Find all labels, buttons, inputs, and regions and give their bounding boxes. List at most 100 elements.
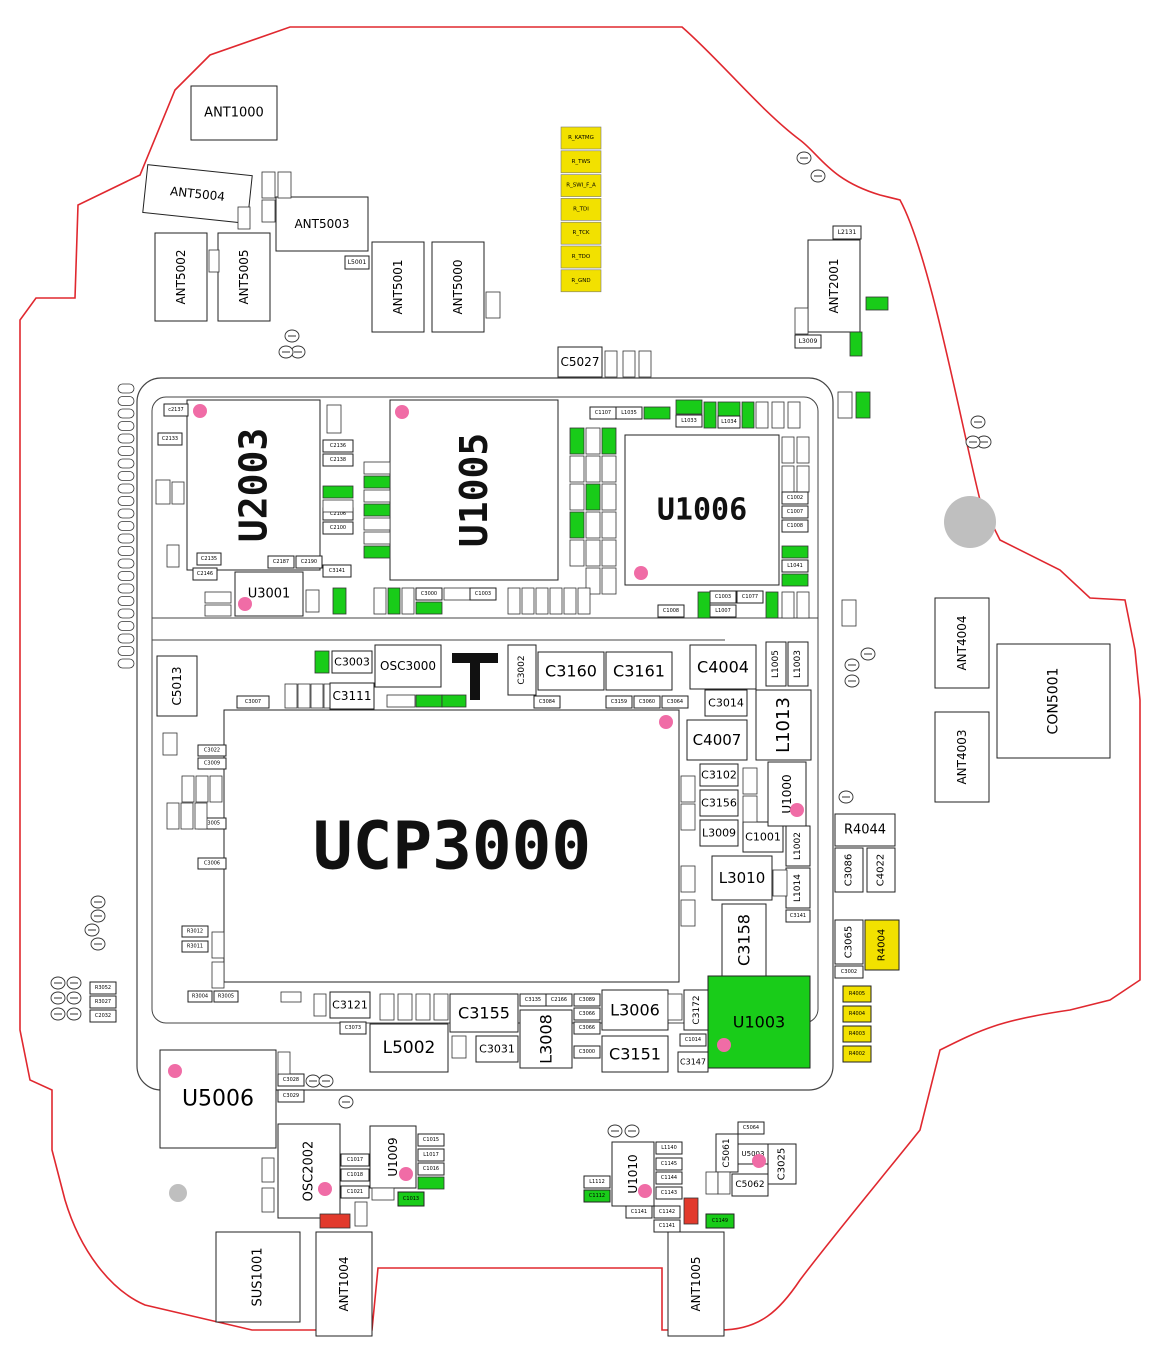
part-colC-0 xyxy=(601,427,617,455)
component-ant1004: ANT1004 xyxy=(315,1231,373,1337)
label-ant1004: ANT1004 xyxy=(337,1256,351,1311)
component-r3052: R3052 xyxy=(89,981,117,995)
stitch-pad xyxy=(117,458,135,469)
part-colC-4 xyxy=(601,539,617,567)
part-c3086 xyxy=(211,961,225,989)
component-c3141: C3141 xyxy=(785,909,811,923)
label-ant5001: ANT5001 xyxy=(391,259,405,314)
label-c3084: C3084 xyxy=(539,699,555,705)
label-r4002: R4002 xyxy=(849,1051,865,1057)
component-c2146: C2146 xyxy=(192,567,218,581)
part-c3172g xyxy=(332,587,347,615)
component-c3002: C3002 xyxy=(834,965,864,979)
label-ant5000: ANT5000 xyxy=(451,259,465,314)
label-c3121: C3121 xyxy=(332,999,368,1012)
label-l3009: L3009 xyxy=(702,827,736,840)
stitch-pad xyxy=(117,433,135,444)
label-u1010: U1010 xyxy=(626,1154,640,1193)
label-r4005: R4005 xyxy=(849,991,865,997)
part-c3148 xyxy=(772,869,788,897)
label-con5001: CON5001 xyxy=(1046,668,1062,735)
label-ant5005: ANT5005 xyxy=(237,249,251,304)
component-c3155: C3155 xyxy=(449,993,519,1033)
part-r3006 xyxy=(204,591,232,604)
part-l1036g xyxy=(643,406,671,420)
component-c1143: C1143 xyxy=(655,1186,683,1200)
label-c3086: C3086 xyxy=(844,854,855,886)
stitch-pad xyxy=(117,496,135,506)
label-c3005: C3005 xyxy=(204,821,220,827)
label-osc3000: OSC3000 xyxy=(380,659,436,673)
part-colA-1 xyxy=(569,483,585,511)
component-c3147: C3147 xyxy=(677,1051,709,1073)
label-c1013: C1013 xyxy=(403,1196,419,1202)
label-c3066: C3066 xyxy=(579,1011,595,1017)
label-l1007: L1007 xyxy=(715,608,731,614)
component-osc2002: OSC2002 xyxy=(277,1123,341,1219)
part-c1101 xyxy=(363,503,391,517)
component-ant2001: ANT2001 xyxy=(807,239,861,333)
component-l5001: L5001 xyxy=(344,255,370,270)
component-c1077: C1077 xyxy=(736,590,764,604)
part-c2000 xyxy=(354,1201,368,1227)
label-c3006: C3006 xyxy=(204,861,220,867)
component-ant5002: ANT5002 xyxy=(154,232,208,322)
label-c1141: C1141 xyxy=(659,1223,675,1229)
stitch-pad xyxy=(117,658,135,669)
label-c1107: C1107 xyxy=(595,410,611,416)
label-r3027: R3027 xyxy=(95,999,111,1005)
label-c3007: C3007 xyxy=(245,699,261,705)
part-c1036 xyxy=(781,465,795,493)
label-c1007: C1007 xyxy=(787,509,803,515)
part-c1031g xyxy=(741,401,755,429)
component-c3064: C3064 xyxy=(661,695,689,709)
part-c1104 xyxy=(363,475,391,489)
part-lm2-0 xyxy=(166,802,180,830)
part-c2118 xyxy=(155,479,171,505)
label-c2138: C2138 xyxy=(330,457,346,463)
stitch-pad xyxy=(117,596,135,606)
label-c1014: C1014 xyxy=(685,1037,701,1043)
label-c1142: C1142 xyxy=(659,1209,675,1215)
label-c1008: C1008 xyxy=(663,608,679,614)
label-ucp3000: UCP3000 xyxy=(313,808,591,885)
part-colA-3 xyxy=(569,539,585,567)
label-u1006: U1006 xyxy=(657,493,747,528)
component-c4022: C4022 xyxy=(866,847,896,893)
component-c3000: C3000 xyxy=(415,587,443,601)
label-c3111: C3111 xyxy=(333,689,372,703)
component-c1016: C1016 xyxy=(417,1162,445,1176)
label-u5003: U5003 xyxy=(742,1150,765,1158)
test-point-r_tws: R_TWS xyxy=(560,150,602,174)
component-u2003: U2003 xyxy=(186,399,321,571)
label-c3158: C3158 xyxy=(735,914,754,966)
part-c1110 xyxy=(667,993,683,1021)
part-rowU-4 xyxy=(563,587,577,615)
part-c1033g xyxy=(703,401,717,429)
label-l3008: L3008 xyxy=(537,1014,556,1064)
part-c3136 xyxy=(680,775,696,803)
part-br-1 xyxy=(397,993,413,1021)
label-c2187: C2187 xyxy=(273,559,289,565)
part-l1103g xyxy=(387,587,401,615)
pin1-marker xyxy=(238,597,252,611)
part-c1100 xyxy=(837,391,853,419)
component-ant5000: ANT5000 xyxy=(431,241,485,333)
stitch-pad xyxy=(117,583,135,594)
label-c1008: C1008 xyxy=(787,523,803,529)
component-c3003: C3003 xyxy=(331,650,373,674)
stitch-pad xyxy=(117,533,135,544)
part-l5005 xyxy=(485,291,501,319)
part-colB-0 xyxy=(585,427,601,455)
component-c2138: C2138 xyxy=(322,453,354,467)
part-c1039 xyxy=(796,436,810,464)
shield-frame-outer xyxy=(136,377,834,1091)
label-c3141: C3141 xyxy=(329,568,345,574)
component-c3172: C3172 xyxy=(683,989,711,1031)
label-c3060: C3060 xyxy=(639,699,655,705)
mounting-hole xyxy=(944,496,996,548)
part-c1050 xyxy=(765,591,779,619)
component-con5001: CON5001 xyxy=(996,643,1111,759)
component-r3027: R3027 xyxy=(89,995,117,1009)
pin1-marker xyxy=(752,1154,766,1168)
